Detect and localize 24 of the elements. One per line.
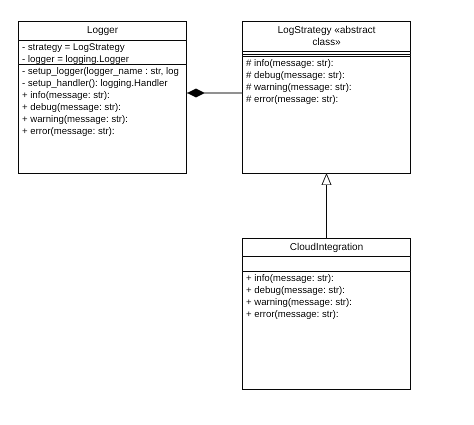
method-text: - setup_handler(): logging.Handler <box>22 78 169 90</box>
class-name: CloudIntegration <box>290 242 364 254</box>
attribute-text: - logger = logging.Logger <box>22 54 130 66</box>
method-text: + warning(message: str): <box>246 297 353 309</box>
method-text: + warning(message: str): <box>22 114 129 126</box>
method-text: + info(message: str): <box>22 90 111 102</box>
inheritance-arrow <box>321 174 332 238</box>
class-box <box>242 21 411 174</box>
class-name: Logger <box>86 25 118 36</box>
composition-connector <box>186 88 242 98</box>
class-box <box>18 21 187 174</box>
method-text: + info(message: str): <box>246 273 335 285</box>
class-box <box>242 238 411 390</box>
method-text: + error(message: str): <box>22 126 116 138</box>
method-text: + debug(message: str): <box>22 102 122 114</box>
attribute-text: - strategy = LogStrategy <box>22 42 126 54</box>
method-text: # warning(message: str): <box>246 82 353 94</box>
method-text: # error(message: str): <box>246 94 340 106</box>
method-text: + debug(message: str): <box>246 285 346 297</box>
method-text: + error(message: str): <box>246 309 340 321</box>
method-text: - setup_logger(logger_name : str, log <box>22 66 180 78</box>
method-text: # debug(message: str): <box>246 70 346 82</box>
class-name: LogStrategy «abstract class» <box>276 25 376 48</box>
method-text: # info(message: str): <box>246 58 334 70</box>
